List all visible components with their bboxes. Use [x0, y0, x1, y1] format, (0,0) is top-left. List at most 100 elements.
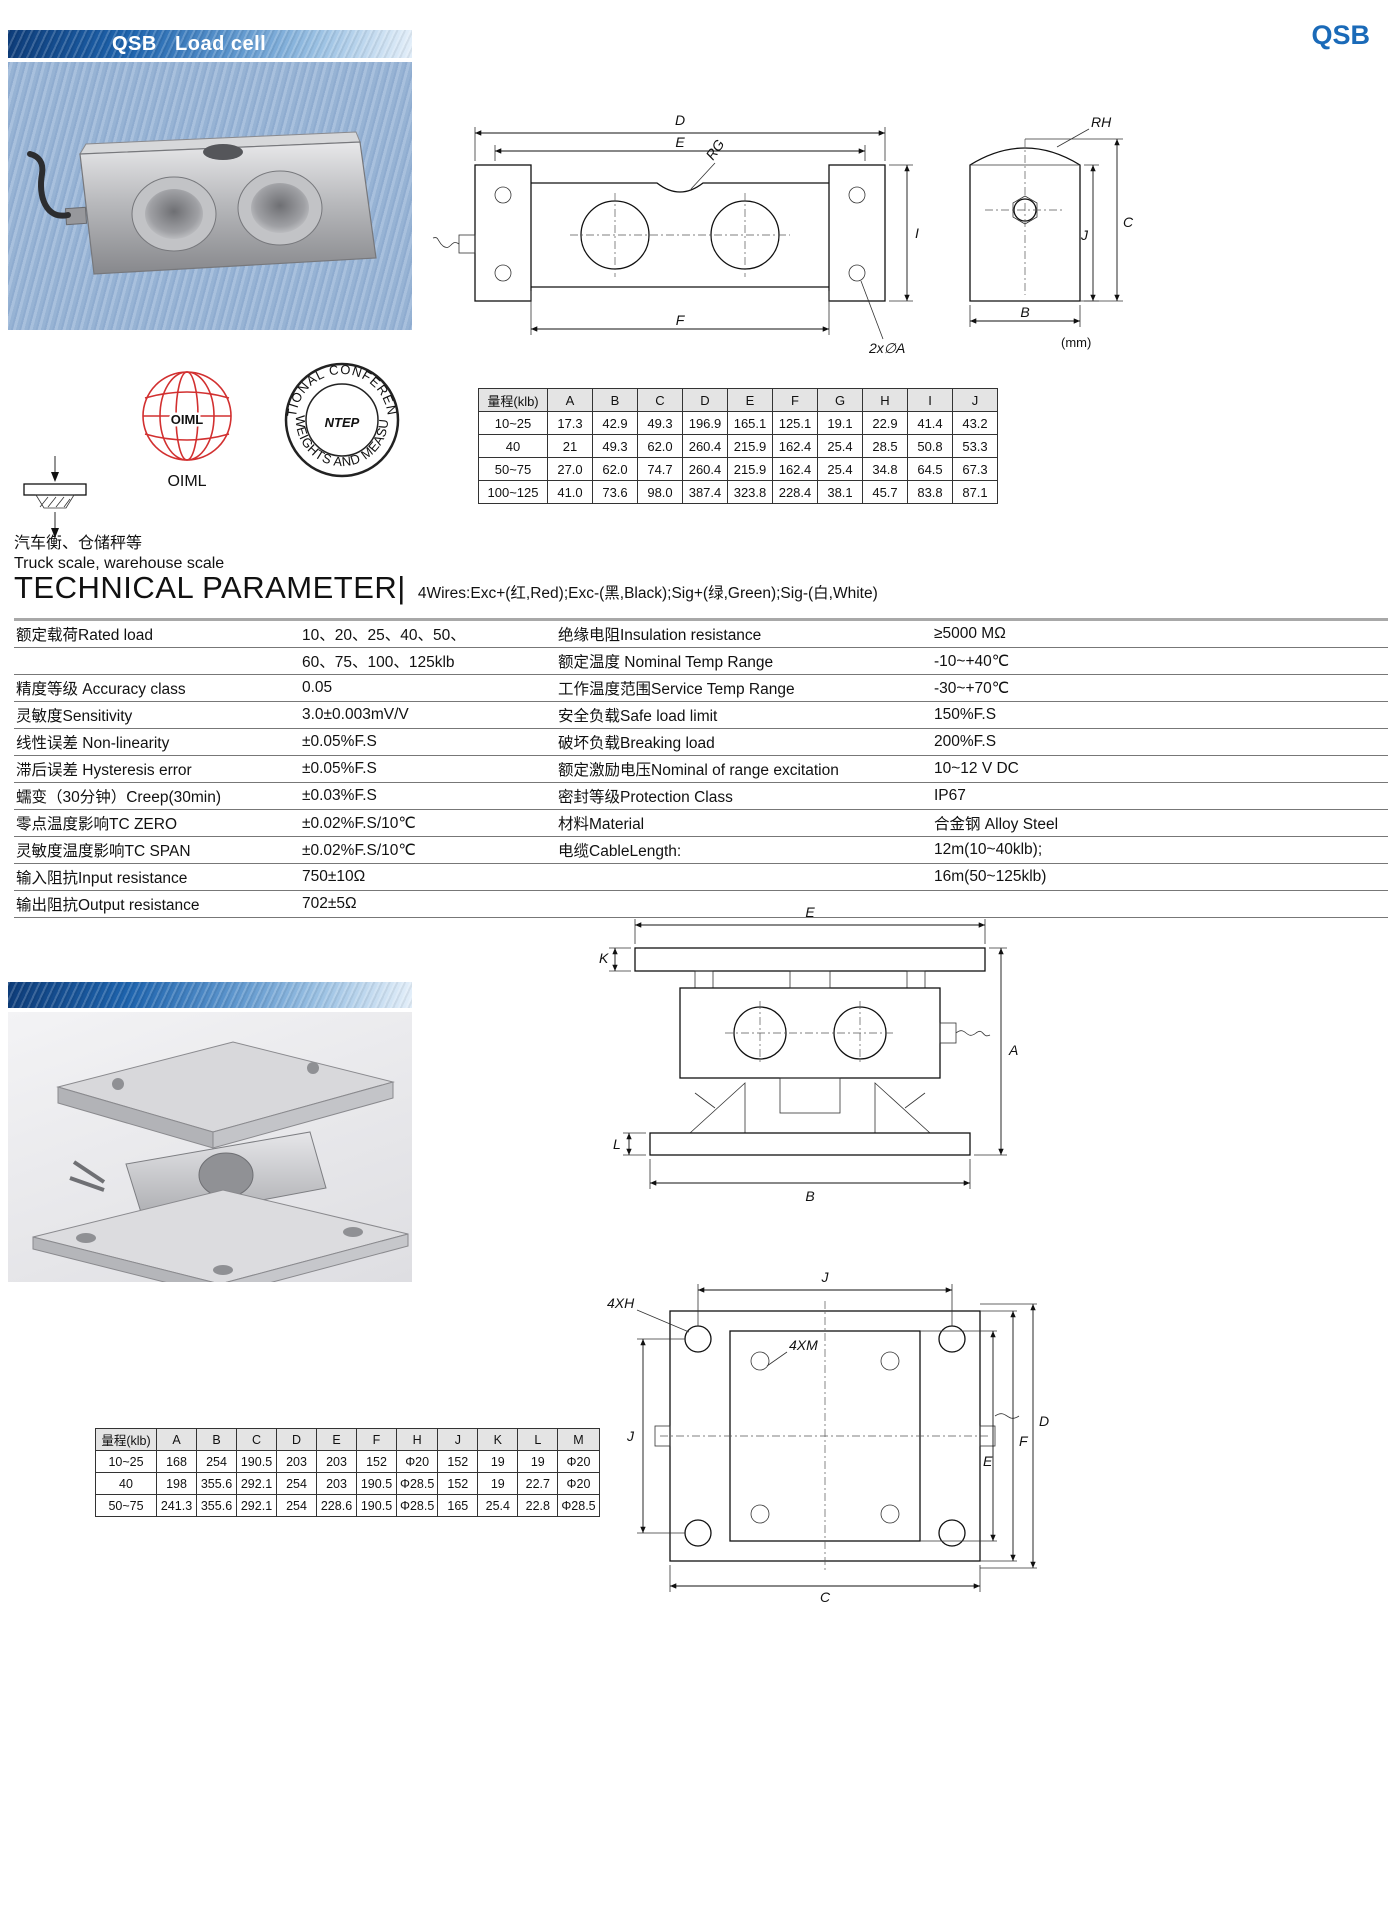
product-photo: [8, 62, 412, 330]
oiml-logo: OIML OIML: [126, 366, 248, 491]
dimension-drawing-front-and-end: D E RG I F 2x∅A RH J: [425, 95, 1145, 380]
column-header: E: [727, 388, 773, 412]
table-cell: Φ20: [557, 1472, 600, 1495]
column-header: D: [682, 388, 728, 412]
table-cell: 17.3: [547, 411, 593, 435]
table-cell: [556, 890, 932, 918]
table-cell: 74.7: [637, 457, 683, 481]
table-cell: Φ28.5: [557, 1494, 600, 1517]
table-cell: Φ20: [557, 1450, 600, 1473]
svg-text:NATIONAL CONFERENCE: NATIONAL CONFERENCE: [282, 360, 400, 418]
mounting-photo: [8, 1012, 412, 1282]
column-header: G: [817, 388, 863, 412]
table-cell: Φ28.5: [395, 1494, 439, 1517]
table-cell: 精度等级 Accuracy class: [14, 674, 300, 702]
table-cell: 260.4: [682, 434, 728, 458]
dim-label-e: E: [675, 134, 685, 150]
dim-label-4xh: 4XH: [607, 1295, 635, 1311]
dim-label-b-end: B: [1020, 304, 1029, 320]
column-header: M: [557, 1428, 600, 1451]
table-cell: 滞后误差 Hysteresis error: [14, 755, 300, 783]
dim-label-k: K: [599, 950, 609, 966]
table-cell: 10、20、25、40、50、: [300, 619, 556, 648]
table-cell: 190.5: [356, 1472, 397, 1495]
table-cell: 228.4: [772, 480, 818, 504]
application-en: Truck scale, warehouse scale: [14, 555, 225, 572]
table-cell: 100~125: [478, 480, 548, 504]
table-cell: 200%F.S: [932, 728, 1388, 756]
table-cell: 28.5: [862, 434, 908, 458]
table-cell: 152: [356, 1450, 397, 1473]
table-cell: Φ20: [395, 1450, 439, 1473]
table-cell: ±0.05%F.S: [300, 755, 556, 783]
table-cell: 49.3: [592, 434, 638, 458]
table-cell: ±0.02%F.S/10℃: [300, 809, 556, 837]
application-note: 汽车衡、仓储秤等 Truck scale, warehouse scale: [14, 534, 224, 574]
column-header: 量程(klb): [95, 1428, 157, 1451]
load-cell-photo-illustration: [27, 131, 377, 275]
table-cell: 22.7: [517, 1472, 559, 1495]
table-cell: 38.1: [817, 480, 863, 504]
table-cell: 203: [316, 1472, 357, 1495]
table-cell: 21: [547, 434, 593, 458]
table-cell: 19: [477, 1472, 519, 1495]
table-cell: 49.3: [637, 411, 683, 435]
table-cell: 355.6: [196, 1472, 237, 1495]
table-cell: 254: [196, 1450, 237, 1473]
mounting-banner: [8, 982, 412, 1008]
application-cn: 汽车衡、仓储秤等: [14, 535, 143, 552]
table-cell: 98.0: [637, 480, 683, 504]
dim-label-j-end: J: [1080, 227, 1089, 243]
table-cell: 25.4: [477, 1494, 519, 1517]
table-cell: 165.1: [727, 411, 773, 435]
table-cell: 27.0: [547, 457, 593, 481]
dim-label-f: F: [676, 312, 686, 328]
oiml-caption: OIML: [167, 473, 207, 490]
table-cell: 25.4: [817, 434, 863, 458]
table-cell: 203: [316, 1450, 357, 1473]
column-header: J: [437, 1428, 479, 1451]
table-cell: 电缆CableLength:: [556, 836, 932, 864]
table-cell: 合金钢 Alloy Steel: [932, 809, 1388, 837]
table-cell: 228.6: [316, 1494, 357, 1517]
dim-label-c-top: C: [820, 1589, 831, 1605]
table-cell: 50.8: [907, 434, 953, 458]
column-header: A: [156, 1428, 197, 1451]
dim-label-a: A: [1008, 1042, 1018, 1058]
table-cell: 254: [276, 1494, 317, 1517]
table-cell: 152: [437, 1472, 479, 1495]
dim-label-c-end: C: [1123, 214, 1134, 230]
table-cell: 203: [276, 1450, 317, 1473]
corner-model-label: QSB: [1311, 20, 1370, 50]
table-cell: 190.5: [356, 1494, 397, 1517]
dim-label-l: L: [613, 1136, 621, 1152]
technical-parameter-header: TECHNICAL PARAMETER| 4Wires:Exc+(红,Red);…: [14, 570, 878, 606]
table-cell: 材料Material: [556, 809, 932, 837]
table-cell: 线性误差 Non-linearity: [14, 728, 300, 756]
column-header: H: [862, 388, 908, 412]
table-cell: 43.2: [952, 411, 998, 435]
load-direction-schematic: [16, 452, 94, 549]
header-banner: QSB Load cell: [8, 30, 412, 58]
table-cell: -10~+40℃: [932, 647, 1388, 675]
table-cell: 0.05: [300, 674, 556, 702]
table-cell: 40: [95, 1472, 157, 1495]
dim-label-rg: RG: [702, 136, 727, 162]
table-cell: 750±10Ω: [300, 863, 556, 891]
mounting-assembly-illustration: [32, 1041, 409, 1282]
column-header: A: [547, 388, 593, 412]
table-cell: 零点温度影响TC ZERO: [14, 809, 300, 837]
table-cell: 60、75、100、125klb: [300, 647, 556, 675]
dim-label-4xm: 4XM: [789, 1337, 818, 1353]
table-cell: 40: [478, 434, 548, 458]
table-cell: 198: [156, 1472, 197, 1495]
